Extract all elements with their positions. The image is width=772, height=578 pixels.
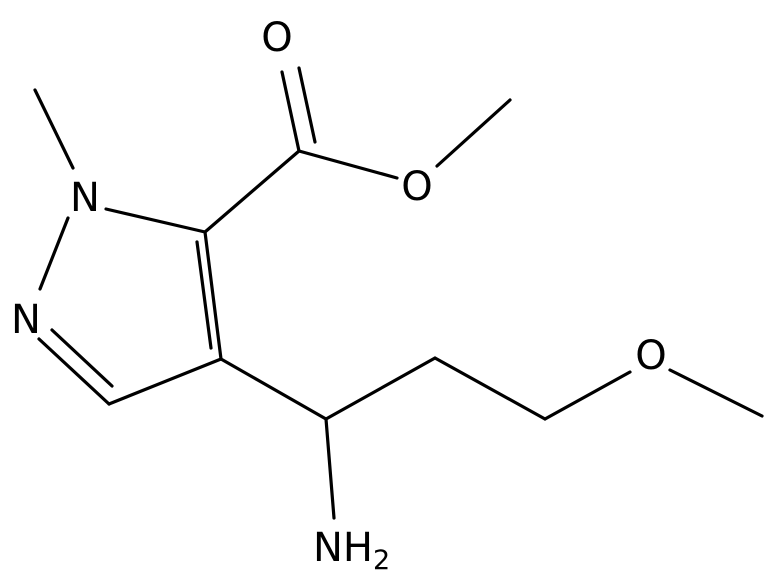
bond-c4-c5-inner: [195, 240, 213, 350]
bond-n2-c3: [37, 337, 111, 406]
amine-label: NH2: [313, 525, 390, 576]
bond-ch2-ether-o: [543, 370, 632, 421]
atom-labels: O O N N O NH2: [11, 15, 667, 576]
carbonyl-oxygen-label: O: [261, 15, 292, 61]
bond-ether-o-methyl: [668, 368, 764, 418]
bond-carbonyl-double-1: [280, 70, 301, 153]
bond-n2-c3-inner: [50, 328, 114, 388]
bond-carbonyl-double-2: [297, 66, 317, 144]
bond-ch2-ch2: [433, 356, 547, 421]
bond-ch-amine: [324, 417, 336, 520]
bond-carbonyl-ester-o: [297, 149, 399, 180]
amine-nh-label: NH: [313, 525, 373, 571]
bond-ester-o-methyl: [435, 98, 512, 168]
bond-ch-ch2: [324, 356, 437, 421]
bond-c4-ch: [219, 357, 328, 421]
bond-n1-n2: [38, 216, 70, 291]
bond-c4-c5: [203, 230, 223, 361]
bond-n1-methyl: [33, 88, 75, 170]
bond-c5-carbonyl: [203, 149, 301, 234]
ester-oxygen-label: O: [401, 164, 432, 210]
bond-c5-n1: [104, 207, 207, 234]
ring-n1-label: N: [70, 175, 100, 221]
ether-oxygen-label: O: [635, 333, 666, 379]
ring-n2-label: N: [11, 297, 41, 343]
bonds: [33, 66, 764, 520]
amine-subscript-label: 2: [373, 545, 390, 576]
bond-c3-c4: [107, 357, 223, 406]
